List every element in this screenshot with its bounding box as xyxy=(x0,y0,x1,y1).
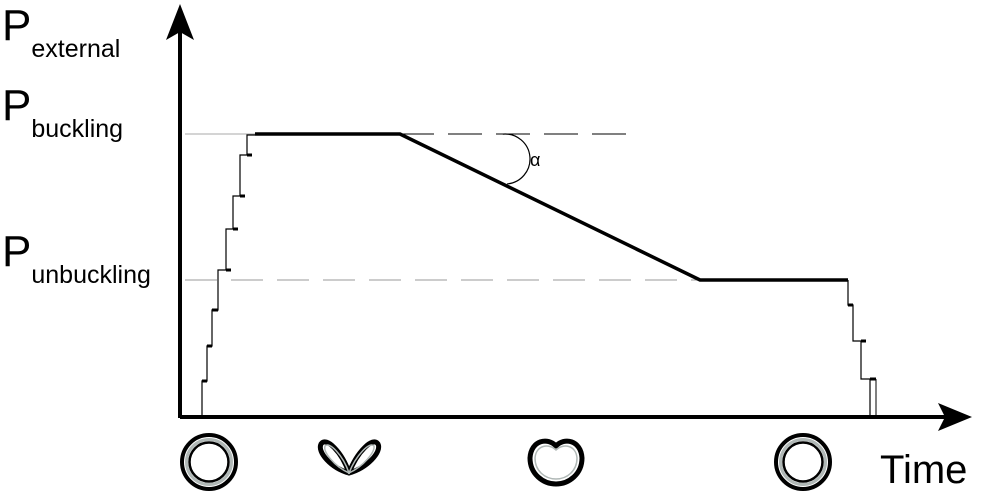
intact-ring-icon xyxy=(180,433,238,491)
unloading-staircase xyxy=(847,280,876,419)
buckling-pressure-label: Pbuckling xyxy=(2,81,123,143)
level-labels: Pexternal Pbuckling Punbuckling Time xyxy=(2,1,967,492)
partially-recovered-ring-icon xyxy=(527,438,585,487)
pressure-hold-and-ramp xyxy=(255,132,848,282)
unbuckling-pressure-label: Punbuckling xyxy=(2,227,151,289)
y-axis-label: Pexternal xyxy=(2,1,120,63)
unloading-step-ticks xyxy=(848,303,876,381)
loading-step-ticks xyxy=(202,153,252,383)
loading-staircase xyxy=(201,134,255,417)
y-axis-arrow-icon xyxy=(166,4,194,40)
x-axis-label: Time xyxy=(880,448,967,492)
reference-lines xyxy=(185,133,700,281)
axes xyxy=(166,4,972,431)
angle-annotation: α xyxy=(502,133,540,185)
collapsed-ring-icon xyxy=(317,439,382,476)
recovered-ring-icon xyxy=(774,433,832,491)
x-axis-arrow-icon xyxy=(938,403,972,431)
pressure-profile xyxy=(201,132,877,419)
angle-arc xyxy=(502,133,531,185)
angle-label: α xyxy=(530,150,540,170)
